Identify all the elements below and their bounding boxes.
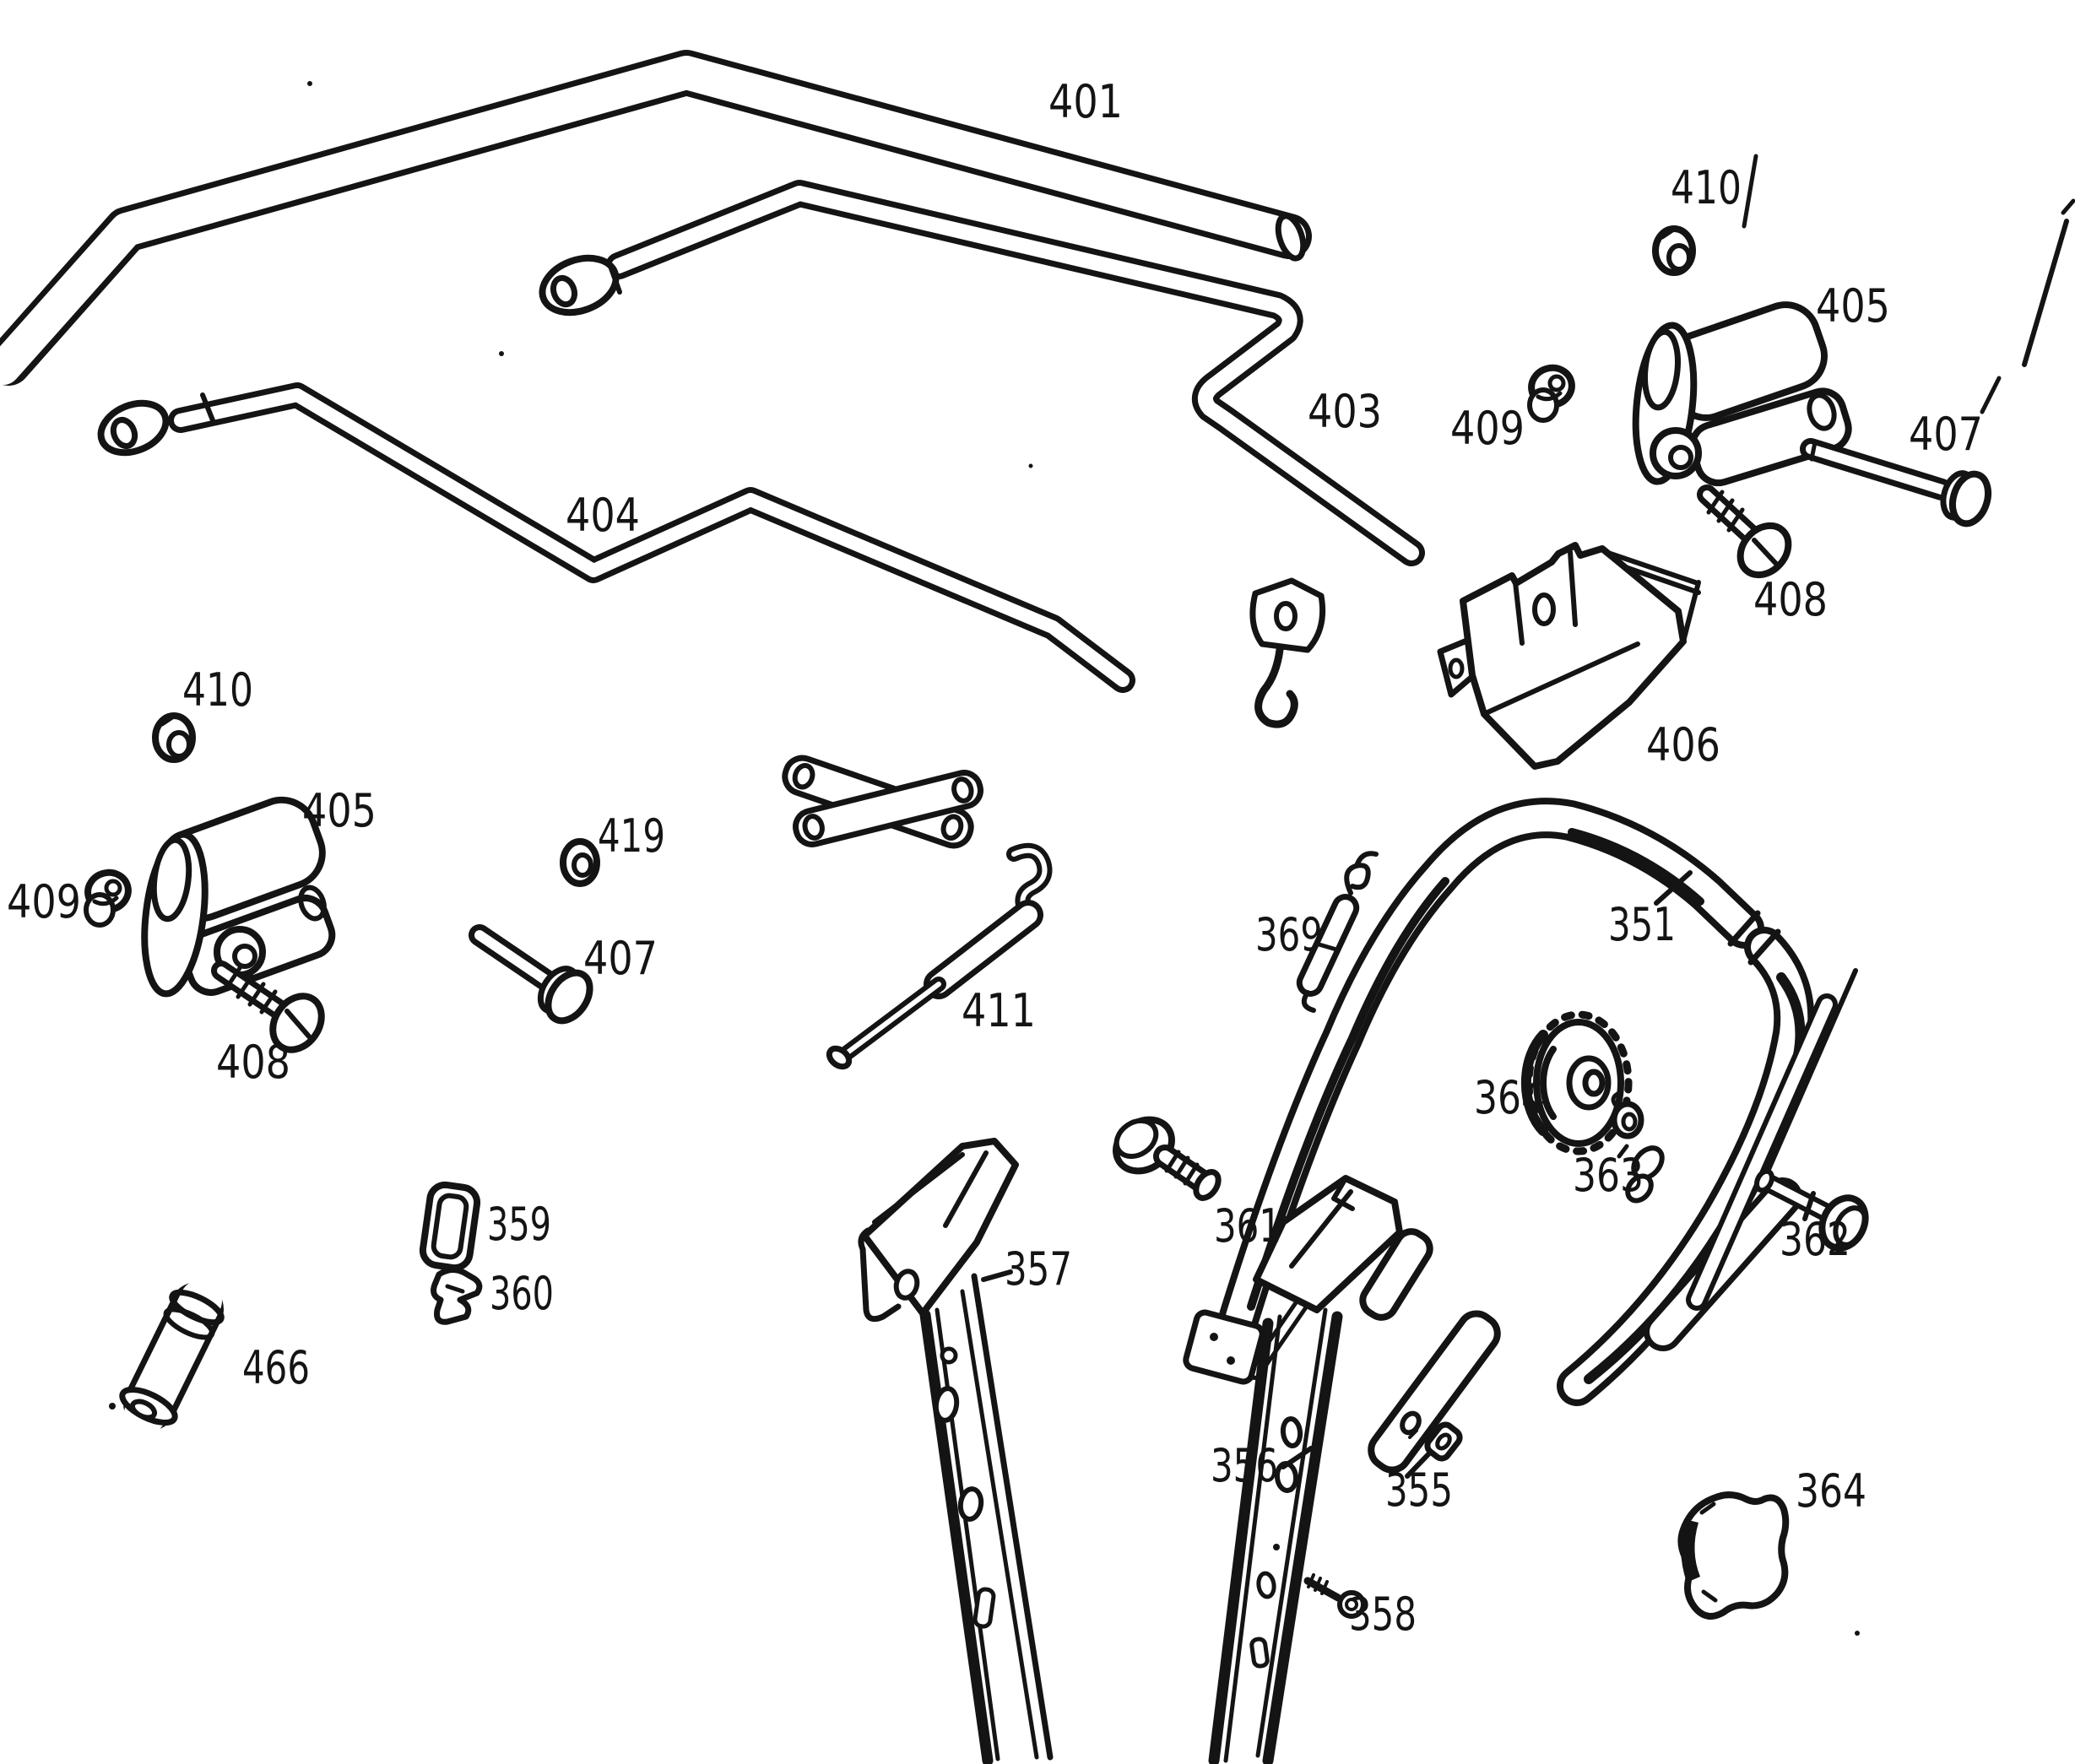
- leader-407-top: [1980, 376, 2002, 414]
- part-label-403: 403: [1308, 385, 1382, 438]
- part-411-link-rod: [826, 842, 1053, 1070]
- part-label-408-left: 408: [216, 1036, 290, 1089]
- link-plate-b: [793, 770, 983, 847]
- part-label-405-top: 405: [1816, 279, 1890, 333]
- part-361-flange-bolt: [1113, 1116, 1222, 1201]
- clamp-hole: [298, 885, 327, 922]
- labels-layer: 401 410 405 409 407 403 404 408 406 410 405 419 409 4…: [7, 75, 1983, 1641]
- part-407-top-pin: [1800, 438, 1992, 528]
- part-label-369: 369: [1255, 908, 1323, 961]
- part-label-410-top: 410: [1671, 161, 1742, 214]
- part-355-grip-bar: [1368, 1310, 1501, 1479]
- part-label-407-top: 407: [1909, 408, 1983, 461]
- upright-foot: [1183, 1309, 1265, 1385]
- part-label-363: 363: [1573, 1149, 1644, 1202]
- part-label-355: 355: [1385, 1464, 1453, 1517]
- part-label-362: 362: [1780, 1213, 1850, 1266]
- part-466-spacer-tube: [119, 1280, 225, 1435]
- leader-355: [1405, 1451, 1432, 1479]
- leader-363: [1617, 1144, 1629, 1159]
- part-label-364-gear: 364: [1474, 1071, 1545, 1124]
- handle-lower-grip-strip: [1644, 968, 1858, 1351]
- part-label-360: 360: [490, 1267, 554, 1320]
- leader-356: [1281, 1446, 1314, 1469]
- part-label-364-knob: 364: [1796, 1464, 1866, 1518]
- part-label-409-top: 409: [1450, 402, 1525, 455]
- part-356-right-upright: [1183, 1175, 1433, 1764]
- part-label-411: 411: [962, 984, 1036, 1037]
- part-408-top-screw: [1697, 484, 1792, 579]
- part-419-washer: [560, 838, 600, 887]
- leader-357: [981, 1269, 1013, 1282]
- part-409-top-nut: [1527, 364, 1575, 423]
- part-label-404: 404: [566, 489, 640, 542]
- tube-open-end: [1275, 213, 1307, 262]
- part-label-361: 361: [1214, 1199, 1281, 1253]
- eyelet-hole: [550, 274, 578, 308]
- part-label-407-left: 407: [583, 932, 658, 985]
- part-label-359: 359: [487, 1198, 551, 1251]
- part-409-left-nut: [84, 868, 132, 928]
- part-408-left-screw: [211, 960, 325, 1053]
- part-label-419: 419: [598, 809, 665, 863]
- part-label-401: 401: [1048, 75, 1123, 128]
- part-label-351: 351: [1608, 898, 1676, 951]
- part-label-406: 406: [1646, 718, 1720, 771]
- part-label-410-left: 410: [182, 663, 253, 717]
- part-364-knob: [1677, 1491, 1790, 1620]
- part-369-cable-clip: [1296, 851, 1379, 1013]
- eyelet-hole: [110, 416, 138, 450]
- tube-shading: [1247, 877, 1449, 1311]
- tube-break-caps: [1727, 910, 1781, 966]
- part-label-409-left: 409: [7, 875, 81, 928]
- part-355-washer: [1424, 1421, 1463, 1462]
- part-label-358: 358: [1349, 1588, 1417, 1641]
- tick-410-top: [1742, 154, 1758, 229]
- leader-lines-and-marks: [109, 81, 2075, 1636]
- part-404-rod: [97, 382, 1135, 849]
- part-359-seal: [419, 1181, 481, 1272]
- part-label-356: 356: [1211, 1439, 1278, 1492]
- mount-hole: [1532, 593, 1556, 626]
- part-406-chute: [1437, 542, 1701, 770]
- part-403-end-hook-bracket: [1249, 577, 1326, 728]
- clamp-hole: [1807, 392, 1837, 431]
- part-357-left-upright: [858, 1138, 1054, 1764]
- part-label-357: 357: [1005, 1242, 1072, 1296]
- part-363-washer: [1611, 1091, 1644, 1159]
- part-401-upper-handle-tube: [0, 50, 1312, 386]
- part-405-right-clamp-bracket: [1632, 301, 1852, 487]
- part-403-rod: [539, 180, 1425, 728]
- part-410-left-nut: [152, 712, 196, 763]
- part-405-left-clamp-bracket: [141, 796, 336, 998]
- part-label-466: 466: [242, 1341, 310, 1394]
- tick-right-edge: [2022, 219, 2069, 367]
- part-407-left-pin: [469, 924, 593, 1025]
- part-label-405-left: 405: [302, 784, 377, 837]
- part-362-bolt: [1754, 1168, 1869, 1252]
- part-label-408-top: 408: [1753, 573, 1828, 626]
- leader-351: [1654, 870, 1693, 906]
- part-360-clip: [431, 1267, 483, 1325]
- part-364-adjuster-gear: [1520, 1010, 1633, 1155]
- part-410-top-nut: [1652, 225, 1696, 276]
- part-358-screw: [1303, 1573, 1366, 1619]
